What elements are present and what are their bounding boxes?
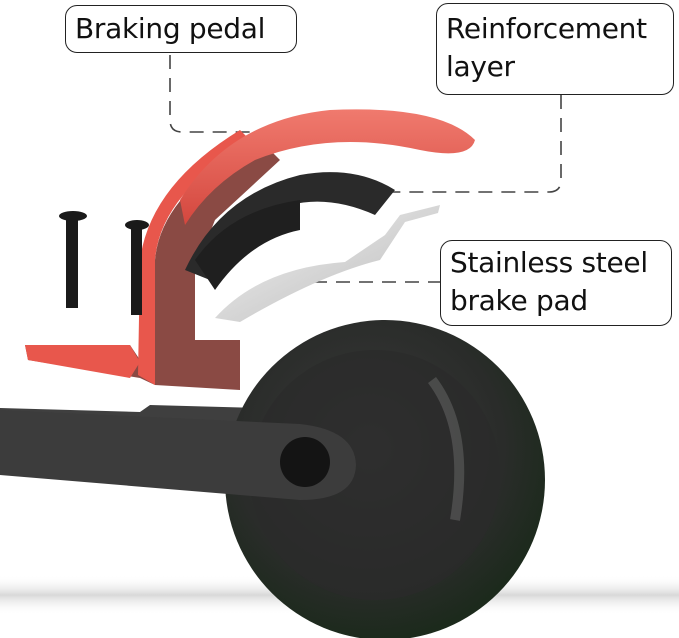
callout-text: Braking pedal — [75, 12, 266, 45]
stainless-steel-brake-pad-part — [215, 205, 440, 322]
callout-text-line-2: layer — [446, 50, 515, 83]
callout-text-line-1: Stainless steel — [450, 246, 648, 279]
callout-reinforcement-layer: Reinforcement layer — [436, 3, 674, 95]
pedal-foot — [25, 345, 140, 378]
callout-stainless-steel-brake-pad: Stainless steel brake pad — [440, 240, 672, 326]
leader-line-reinforcement-layer — [390, 95, 562, 193]
leader-line-braking-pedal — [169, 55, 300, 133]
wheel-hub — [250, 350, 500, 600]
screws — [59, 211, 149, 315]
pedal-bracket — [25, 140, 280, 390]
reinforcement-layer-part — [185, 172, 395, 280]
callout-text-line-2: brake pad — [450, 284, 588, 317]
axle-arm — [0, 410, 356, 500]
braking-pedal-part — [180, 109, 475, 225]
callout-text-line-1: Reinforcement — [446, 12, 647, 45]
callout-braking-pedal: Braking pedal — [65, 5, 297, 53]
axle-hole — [280, 437, 330, 487]
